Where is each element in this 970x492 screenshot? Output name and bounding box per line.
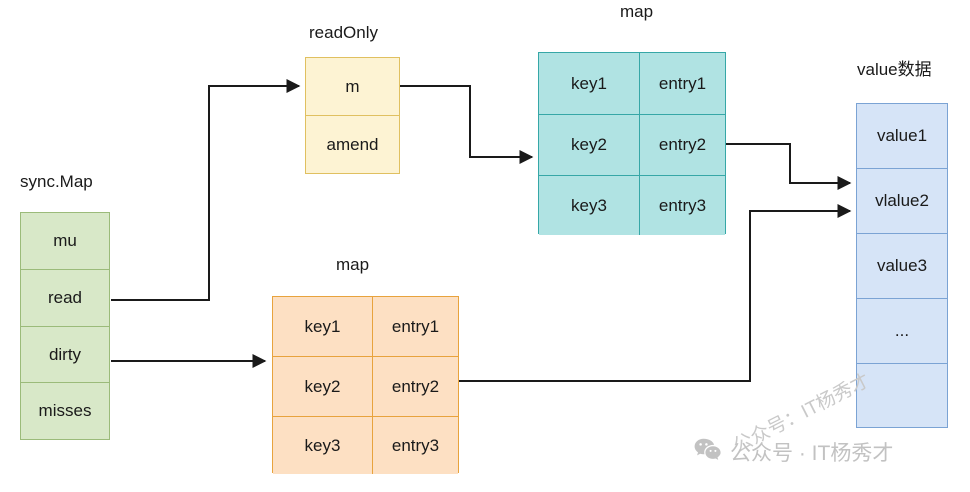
- read-map-table: key1 entry1 key2 entry2 key3 entry3: [538, 52, 726, 235]
- dirty-map-label: map: [336, 255, 370, 274]
- read-map-label: map: [620, 2, 654, 21]
- values-box: value1 vlalue2 value3 ...: [856, 103, 948, 428]
- dirty-map-table: key1 entry1 key2 entry2 key3 entry3: [272, 296, 459, 474]
- value-item-2: vlalue2: [857, 169, 947, 234]
- value-item-3: value3: [857, 234, 947, 299]
- read-map-key-1: key1: [539, 53, 640, 114]
- readonly-field-amend: amend: [306, 116, 399, 173]
- read-map-key-3: key3: [539, 176, 640, 235]
- table-row: key1 entry1: [539, 53, 725, 115]
- dirty-map-entry-3: entry3: [373, 417, 458, 474]
- values-label: value数据: [857, 60, 932, 79]
- table-row: key1 entry1: [273, 297, 458, 357]
- arrow-read-to-readonly: [111, 79, 301, 301]
- read-map-entry-3: entry3: [640, 176, 725, 235]
- readonly-field-m: m: [306, 58, 399, 116]
- sync-map-field-mu: mu: [21, 213, 109, 270]
- table-row: key2 entry2: [273, 357, 458, 417]
- dirty-map-key-1: key1: [273, 297, 373, 356]
- sync-map-field-dirty: dirty: [21, 327, 109, 383]
- sync-map-box: mu read dirty misses: [20, 212, 110, 440]
- value-item-1: value1: [857, 104, 947, 169]
- sync-map-label: sync.Map: [20, 172, 93, 191]
- dirty-map-key-2: key2: [273, 357, 373, 416]
- arrow-m-to-readmap: [400, 85, 534, 164]
- dirty-map-entry-1: entry1: [373, 297, 458, 356]
- bottom-watermark: 公众号 · IT杨秀才: [694, 437, 893, 467]
- wechat-icon: [694, 438, 721, 467]
- value-item-empty: [857, 364, 947, 427]
- read-map-key-2: key2: [539, 115, 640, 175]
- value-item-ellipsis: ...: [857, 299, 947, 364]
- sync-map-field-read: read: [21, 270, 109, 327]
- table-row: key3 entry3: [273, 417, 458, 474]
- table-row: key3 entry3: [539, 176, 725, 235]
- readonly-box: m amend: [305, 57, 400, 174]
- bottom-watermark-text: 公众号 · IT杨秀才: [730, 442, 894, 465]
- dirty-map-entry-2: entry2: [373, 357, 458, 416]
- table-row: key2 entry2: [539, 115, 725, 176]
- dirty-map-key-3: key3: [273, 417, 373, 474]
- arrow-readmap-entry2-to-value: [726, 143, 852, 190]
- arrow-dirtymap-entry2-to-value: [459, 204, 852, 382]
- sync-map-field-misses: misses: [21, 383, 109, 439]
- readonly-label: readOnly: [309, 23, 378, 42]
- read-map-entry-1: entry1: [640, 53, 725, 114]
- read-map-entry-2: entry2: [640, 115, 725, 175]
